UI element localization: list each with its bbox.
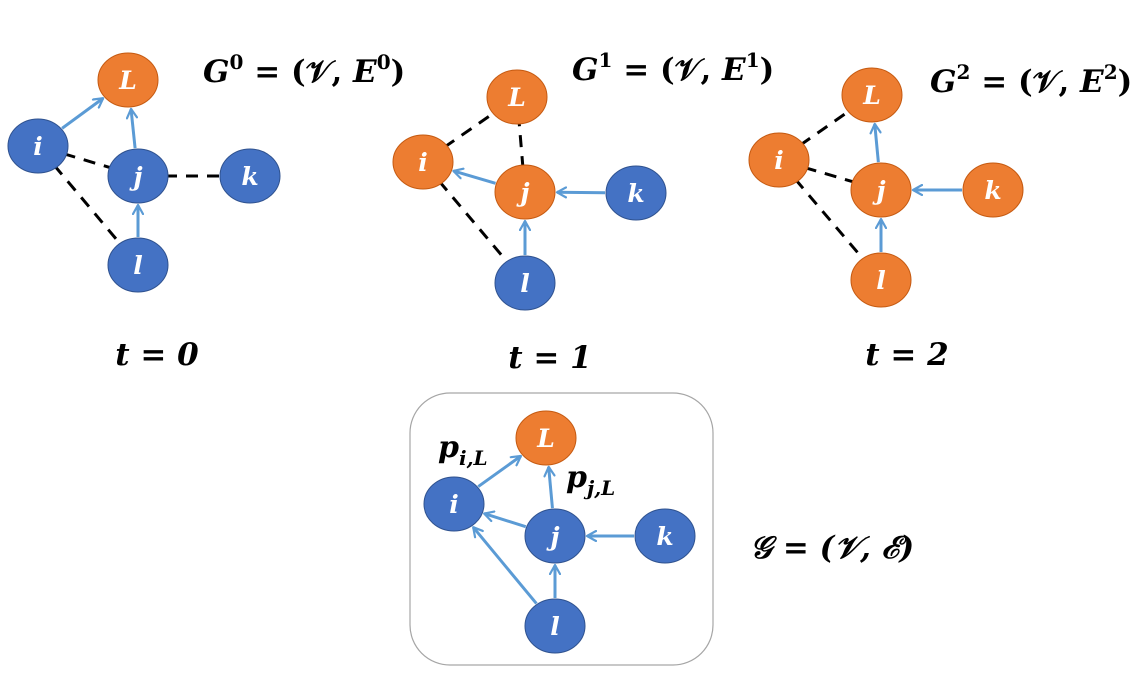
snapshot-t0-edge-i-L — [61, 97, 103, 130]
snapshot-t1-node-k-circle — [605, 165, 667, 221]
snapshot-t1-time-label: t = 1 — [508, 340, 591, 376]
snapshot-t2-edge-i-l — [794, 178, 866, 262]
snapshot-t0-time-label: t = 0 — [115, 337, 199, 373]
aggregate-node-L-label: L — [536, 424, 555, 453]
snapshot-t0: Li j k l G0 = (𝒱, E0) t = 0 — [7, 50, 405, 373]
aggregate-node-l-circle — [524, 598, 586, 654]
snapshot-t2-node-l-label: l — [876, 266, 886, 295]
snapshot-t2-node-k: k — [962, 162, 1024, 218]
snapshot-t1-node-l-circle — [494, 255, 556, 311]
snapshot-t2-formula: G2 = (𝒱, E2) — [930, 60, 1132, 100]
snapshot-t0-edge-j-L — [131, 109, 135, 149]
aggregate-node-L-circle — [515, 410, 577, 466]
snapshot-t0-node-i-label: i — [33, 132, 43, 161]
snapshot-t1-edge-j-i — [453, 171, 496, 185]
aggregate-node-k: k — [634, 508, 696, 564]
snapshot-t0-node-L-circle — [97, 52, 159, 108]
snapshot-t1-edge-i-L — [443, 110, 497, 149]
snapshot-t0-node-k-circle — [219, 148, 281, 204]
snapshot-t1-node-L-circle — [486, 69, 548, 125]
snapshot-t0-formula: G0 = (𝒱, E0) — [203, 50, 405, 90]
snapshot-t0-node-j-circle — [107, 148, 169, 204]
snapshot-t0-node-l: l — [107, 237, 169, 293]
snapshot-t1-node-k-label: k — [627, 179, 644, 208]
aggregate-edge-l-i — [472, 527, 538, 605]
snapshot-t0-edge-i-j — [63, 152, 113, 170]
edge-label-p-i-L: pi,L — [438, 430, 488, 470]
snapshot-t1-node-k: k — [605, 165, 667, 221]
snapshot-t2-node-i-circle — [748, 132, 810, 188]
snapshot-t1: Li j k l G1 = (𝒱, E1) t = 1 — [392, 48, 774, 376]
aggregate-edges — [472, 454, 634, 605]
snapshot-t2-node-i-label: i — [774, 146, 784, 175]
snapshot-t2: Li j k l G2 = (𝒱, E2) t = 2 — [748, 60, 1132, 373]
snapshot-t2-edge-i-L — [799, 108, 852, 147]
snapshot-t1-node-i-label: i — [418, 148, 428, 177]
aggregate-formula: 𝒢 = (𝒱, ℰ) — [750, 530, 914, 566]
aggregate-node-i: i — [423, 476, 485, 532]
snapshot-t2-node-l-circle — [850, 252, 912, 308]
aggregate-node-L: L — [515, 410, 577, 466]
snapshot-t2-node-L-circle — [841, 67, 903, 123]
snapshot-t0-node-l-circle — [107, 237, 169, 293]
aggregate-node-k-label: k — [656, 522, 673, 551]
snapshot-t1-edge-i-l — [438, 180, 510, 265]
snapshot-t1-node-j-circle — [494, 164, 556, 220]
snapshot-t1-node-l: l — [494, 255, 556, 311]
snapshot-t0-edge-i-l — [53, 164, 123, 247]
snapshot-t2-edge-i-j — [804, 166, 856, 184]
aggregate-edge-i-L — [477, 454, 521, 488]
snapshot-t1-node-L-label: L — [507, 83, 526, 112]
snapshot-t0-node-i-circle — [7, 118, 69, 174]
snapshot-t0-node-L: L — [97, 52, 159, 108]
snapshot-t2-node-k-label: k — [984, 176, 1001, 205]
snapshot-t2-node-L: L — [841, 67, 903, 123]
aggregate-graph: Li j k l pi,L pj,L 𝒢 = (𝒱, ℰ) — [409, 392, 914, 666]
snapshot-t1-node-L: L — [486, 69, 548, 125]
snapshot-t1-node-j: j — [494, 164, 556, 220]
aggregate-node-j-circle — [524, 508, 586, 564]
snapshot-t2-node-k-circle — [962, 162, 1024, 218]
aggregate-node-i-circle — [423, 476, 485, 532]
aggregate-node-l-label: l — [550, 612, 560, 641]
snapshot-t2-node-i: i — [748, 132, 810, 188]
aggregate-node-k-circle — [634, 508, 696, 564]
snapshot-t0-node-k-label: k — [241, 162, 258, 191]
snapshot-t2-time-label: t = 2 — [865, 337, 948, 373]
snapshot-t1-edge-j-L — [517, 120, 525, 169]
snapshot-t2-node-L-label: L — [862, 81, 881, 110]
snapshot-t2-node-j-circle — [850, 162, 912, 218]
snapshot-t1-node-i-circle — [392, 134, 454, 190]
snapshot-t0-node-l-label: l — [133, 251, 143, 280]
snapshot-t1-nodes: Li j k l — [392, 69, 667, 311]
snapshot-t1-edges — [438, 110, 606, 265]
aggregate-node-l: l — [524, 598, 586, 654]
snapshot-t0-node-k: k — [219, 148, 281, 204]
snapshot-t0-edges — [53, 97, 223, 247]
edge-label-p-j-L: pj,L — [566, 460, 615, 500]
snapshot-t0-node-i: i — [7, 118, 69, 174]
aggregate-edge-j-L — [549, 467, 553, 509]
snapshot-t2-node-l: l — [850, 252, 912, 308]
aggregate-node-i-label: i — [449, 490, 459, 519]
aggregate-node-j: j — [524, 508, 586, 564]
snapshot-t1-node-l-label: l — [520, 269, 530, 298]
snapshot-t2-edge-j-L — [875, 124, 879, 163]
snapshot-t0-nodes: Li j k l — [7, 52, 281, 293]
snapshot-t1-node-i: i — [392, 134, 454, 190]
snapshot-t2-edges — [794, 108, 962, 262]
aggregate-nodes: Li j k l — [423, 410, 696, 654]
snapshot-t2-nodes: Li j k l — [748, 67, 1024, 308]
snapshot-t1-formula: G1 = (𝒱, E1) — [572, 48, 774, 88]
snapshot-t0-node-L-label: L — [118, 66, 137, 95]
snapshot-t2-node-j: j — [850, 162, 912, 218]
aggregate-edge-j-i — [484, 514, 527, 529]
snapshot-t0-node-j: j — [107, 148, 169, 204]
